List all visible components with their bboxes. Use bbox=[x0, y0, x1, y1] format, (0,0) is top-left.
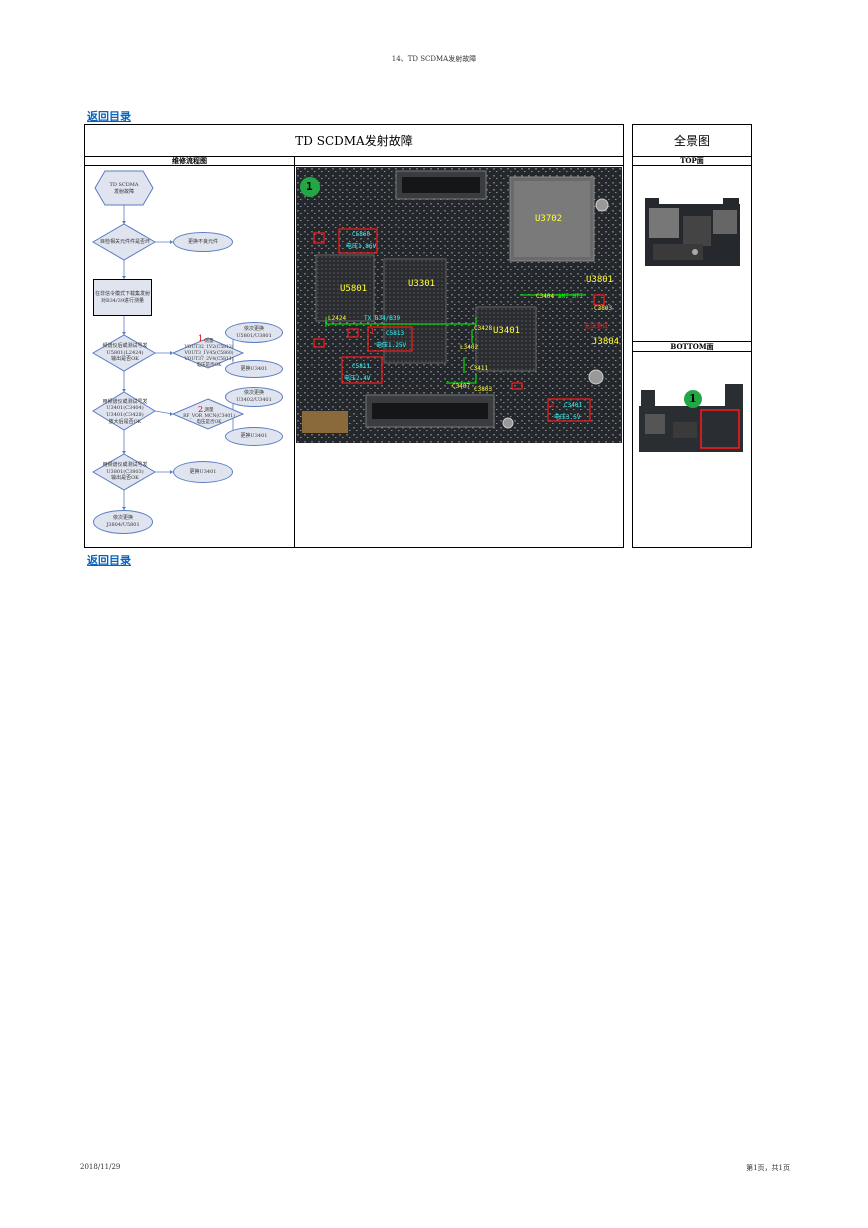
pcb-label-u3401: U3401 bbox=[493, 326, 521, 336]
pcb-marker-number: 1 bbox=[306, 180, 313, 193]
flow-step1-shape bbox=[171, 337, 245, 369]
flowchart-connectors bbox=[92, 170, 245, 510]
footer-date: 2018/11/29 bbox=[80, 1163, 121, 1171]
pcb-label-u3801: U3801 bbox=[586, 275, 614, 285]
flow-decision-2: 频谱仪后或测试号发 U5801(L2424) 输出是否OK bbox=[102, 342, 148, 363]
pcb-marker-1 bbox=[300, 177, 320, 197]
pcb-label-j3804: J3804 bbox=[592, 337, 620, 347]
pcb-label-c3428: C3428 bbox=[474, 325, 493, 332]
main-title: TD SCDMA发射故障 bbox=[295, 134, 413, 148]
flow-action-3b: 更换U3401 bbox=[225, 427, 283, 446]
pcb-label-l2424: L2424 bbox=[328, 315, 347, 322]
pcb-label-l3402: L3402 bbox=[460, 344, 479, 351]
pcb-label-c3407: C3407 bbox=[452, 383, 471, 390]
flow-end: 依次更换 J3804/U5801 bbox=[93, 510, 153, 534]
flow-step2-shape bbox=[171, 398, 245, 430]
pcb-label-c3401-voltage: 电压3.5V bbox=[554, 414, 581, 421]
bottom-view-cell: 1 bbox=[632, 351, 752, 548]
flow-header: 维修流程图 bbox=[172, 156, 207, 165]
page-header-title: 14、TD SCDMA发射故障 bbox=[391, 55, 477, 63]
flow-decision-1: 目检相关元件件是否坏 bbox=[99, 238, 150, 245]
pcb-label-u3702: U3702 bbox=[535, 214, 563, 224]
flow-action-2b: 更换U3401 bbox=[225, 360, 283, 378]
flow-step1-number: 1. bbox=[198, 334, 206, 343]
flow-start-shape bbox=[94, 170, 154, 206]
pcb-label-u5801: U5801 bbox=[340, 284, 368, 294]
back-to-index-link-top[interactable]: 返回目录 bbox=[87, 110, 131, 123]
pcb-artwork bbox=[296, 167, 622, 443]
pcb-image-cell: 1 U3702 U5801 U3301 U3401 U3801 J3804 C5… bbox=[294, 165, 624, 548]
pcb-label-ant-path: ANT_MTI bbox=[558, 293, 584, 300]
flow-action-3a: 依次更换 U3402/U3401 bbox=[225, 387, 283, 407]
pcb-label-c3803-b: C3803 bbox=[474, 386, 493, 393]
pcb-label-step2-number: 2. bbox=[550, 400, 560, 409]
flow-measure-step: 在非信令模式下载集发射 对B34/39进行测量 bbox=[93, 279, 152, 316]
pcb-label-c5813-voltage: 电压1.25V bbox=[376, 342, 407, 349]
flow-step2: 测量 RF_VOR_MCN(C3401) 电压是否OK bbox=[183, 407, 235, 426]
bottom-label: BOTTOM面 bbox=[670, 341, 714, 351]
flow-start: TD SCDMA 发射故障 bbox=[109, 182, 139, 195]
flow-action-4: 更换U3401 bbox=[173, 461, 233, 483]
pcb-label-c3411: C3411 bbox=[470, 365, 489, 372]
bottom-view-marker: 1 bbox=[689, 392, 697, 405]
pcb-label-tx-path: TX_B34/B39 bbox=[364, 315, 401, 322]
flow-action-2a: 依次更换 U5801/U3801 bbox=[225, 322, 283, 343]
pcb-label-c3401: C3401 bbox=[564, 402, 583, 409]
back-to-index-link-bottom[interactable]: 返回目录 bbox=[87, 554, 131, 567]
pcb-label-c5860: C5860 bbox=[352, 231, 371, 238]
pcb-label-step1-number: 1. bbox=[370, 327, 380, 336]
pcb-label-c5860-voltage: 电压1.86V bbox=[346, 243, 377, 250]
top-label: TOP面 bbox=[680, 156, 704, 165]
overview-title-cell: 全景图 bbox=[632, 124, 752, 157]
top-view-image bbox=[645, 198, 740, 266]
pcb-label-u3301: U3301 bbox=[408, 279, 436, 289]
flow-action-1: 更换不良元件 bbox=[173, 232, 233, 252]
pcb-photo: 1 U3702 U5801 U3301 U3401 U3801 J3804 C5… bbox=[296, 167, 622, 443]
footer-page-count: 第1页，共1页 bbox=[746, 1164, 790, 1172]
pcb-label-red-note: 无法测试 bbox=[584, 323, 609, 330]
pcb-label-c3803: C3803 bbox=[594, 305, 613, 312]
pcb-label-c5811: C5811 bbox=[352, 363, 371, 370]
flowchart-cell: TD SCDMA 发射故障 目检相关元件件是否坏 更换不良元件 在非信令模式下载… bbox=[84, 165, 295, 548]
bottom-view-image bbox=[639, 384, 743, 452]
main-title-cell: TD SCDMA发射故障 bbox=[84, 124, 624, 157]
pcb-label-c5811-voltage: 电压2.4V bbox=[344, 375, 371, 382]
flow-step2-number: 2. bbox=[198, 405, 206, 414]
flow-decision-3: 用频谱仪或测试号发 U3401(C3404) U3401(C3428) 放大后是… bbox=[102, 398, 148, 425]
flow-decision-4: 用频谱仪或测试号发 U3801(C3803) 输出是否OK bbox=[102, 461, 148, 482]
pcb-label-c3404: C3404 bbox=[536, 293, 555, 300]
pcb-label-c5813: C5813 bbox=[386, 330, 405, 337]
overview-title: 全景图 bbox=[673, 134, 710, 148]
top-view-cell bbox=[632, 165, 752, 342]
flow-step1: 测量 VOUT32_1V2(C5813) VOUT3_1V45(C5860) V… bbox=[184, 338, 234, 369]
